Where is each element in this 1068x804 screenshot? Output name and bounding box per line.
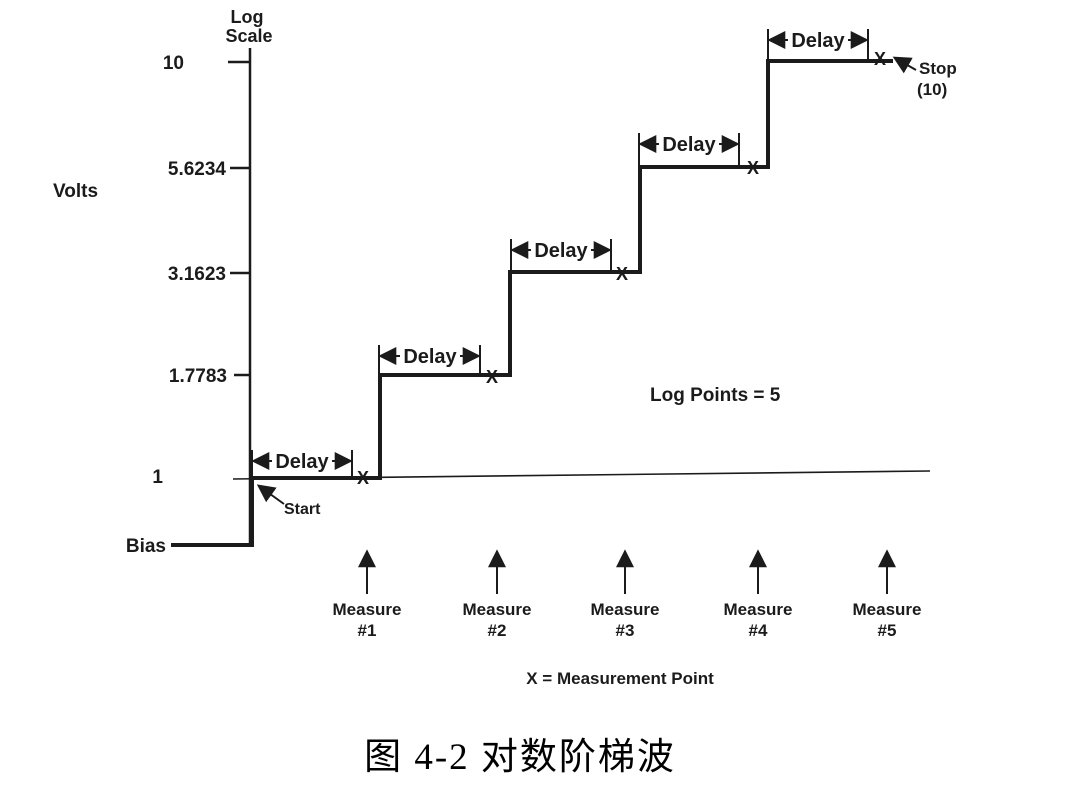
stop-arrow [892, 56, 917, 74]
x-measurement-marker-4: X [747, 158, 759, 178]
bias-label: Bias [126, 536, 166, 557]
axis-tick-label-3-1623: 3.1623 [168, 264, 226, 285]
axis-tick-label-10: 10 [163, 53, 184, 74]
x-measurement-marker-5: X [874, 49, 886, 69]
start-label: Start [284, 501, 321, 518]
measure-number: #4 [749, 621, 768, 640]
measure-number: #2 [488, 621, 507, 640]
axis-tick-label-1-7783: 1.7783 [169, 366, 227, 387]
stop-label: Stop [919, 59, 957, 78]
log-scale-label-line2: Scale [225, 26, 272, 46]
measure-annotation-3: Measure #3 [591, 549, 660, 640]
x-measurement-marker-3: X [616, 264, 628, 284]
delay-label: Delay [662, 134, 716, 156]
start-arrow [256, 484, 285, 505]
measure-annotation-4: Measure #4 [724, 549, 793, 640]
axis-tick-label-5-6234: 5.6234 [168, 159, 227, 180]
measure-label: Measure [463, 600, 532, 619]
delay-bracket-1: Delay [251, 450, 353, 477]
x-measurement-marker-1: X [357, 468, 369, 488]
measure-number: #5 [878, 621, 897, 640]
log-staircase-diagram: Log Scale 10 5.6234 3.1623 1.7783 1 Volt… [53, 7, 957, 688]
measure-number: #1 [358, 621, 377, 640]
delay-label: Delay [534, 240, 588, 262]
measure-label: Measure [333, 600, 402, 619]
delay-bracket-5: Delay [767, 29, 869, 60]
measurement-point-legend: X = Measurement Point [526, 669, 714, 688]
log-scale-label-line1: Log [231, 7, 264, 27]
delay-bracket-3: Delay [510, 239, 612, 271]
log-points-label: Log Points = 5 [650, 385, 781, 406]
measure-label: Measure [724, 600, 793, 619]
measure-number: #3 [616, 621, 635, 640]
measure-annotation-5: Measure #5 [853, 549, 922, 640]
y-axis-unit-label: Volts [53, 181, 98, 202]
staircase-waveform [171, 59, 893, 547]
delay-label: Delay [403, 346, 457, 368]
delay-bracket-2: Delay [378, 345, 481, 374]
x-measurement-marker-2: X [486, 367, 498, 387]
measure-label: Measure [591, 600, 660, 619]
axis-tick-label-1: 1 [152, 467, 163, 488]
measure-annotation-2: Measure #2 [463, 549, 532, 640]
delay-label: Delay [791, 30, 845, 52]
delay-bracket-4: Delay [638, 133, 740, 166]
figure-caption: 图 4-2 对数阶梯波 [364, 737, 676, 778]
measure-annotation-1: Measure #1 [333, 549, 402, 640]
measure-label: Measure [853, 600, 922, 619]
delay-label: Delay [275, 451, 329, 473]
stop-value-label: (10) [917, 80, 947, 99]
